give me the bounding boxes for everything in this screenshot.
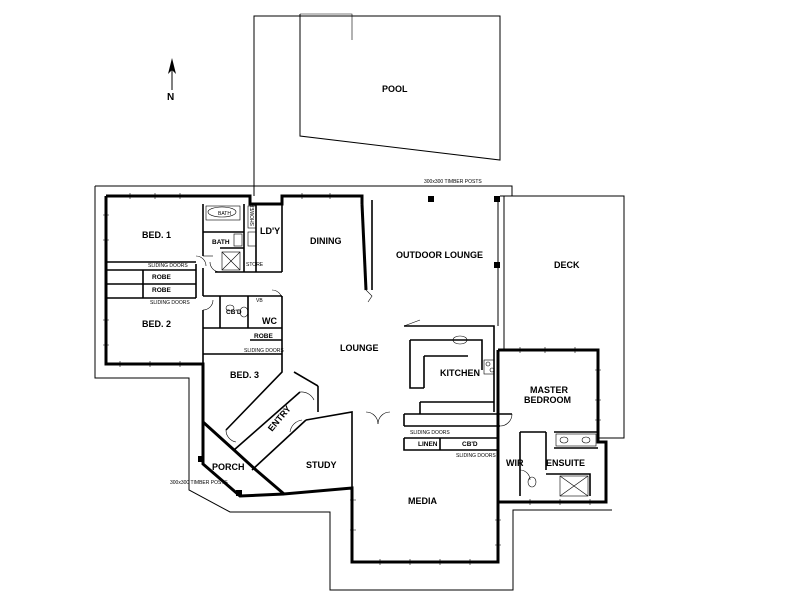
label-ensuite: ENSUITE [546,458,585,468]
porch-wall [201,422,285,498]
note-sliding-doors-bed2: SLIDING DOORS [150,300,190,306]
label-bath: BATH [212,239,230,246]
label-master: MASTER [530,385,569,395]
north-arrow-head [168,58,176,74]
pool-area-outline [253,14,501,196]
bath-tub [207,206,237,218]
label-wc: WC [262,316,277,326]
label-store: STORE [246,262,264,268]
annotations: 300x300 TIMBER POSTS 300x300 TIMBER POST… [148,179,496,486]
toilet [239,306,249,318]
label-cbd-kitchen: CB'D [462,441,478,448]
note-sliding-doors-cbd: SLIDING DOORS [456,453,496,459]
door-swings [195,255,531,481]
timber-posts [198,196,500,496]
interior-walls [106,196,598,502]
vanity-basins [555,433,597,447]
window-marks [103,193,601,565]
fixtures [205,205,597,497]
label-linen: LINEN [418,441,438,448]
north-label: N [167,92,174,103]
label-deck: DECK [554,260,580,270]
note-sliding-doors-linen: SLIDING DOORS [410,430,450,436]
north-arrow: N [167,58,176,103]
label-bed2: BED. 2 [142,319,171,329]
label-kitchen: KITCHEN [440,368,480,378]
outdoor-boundary-top [95,185,513,196]
shower-tray [221,251,241,271]
note-sliding-doors-bed1: SLIDING DOORS [148,263,188,269]
label-study: STUDY [306,460,337,470]
label-bed3: BED. 3 [230,370,259,380]
label-bath-tub: BATH [218,211,231,217]
label-outdoor-lounge: OUTDOOR LOUNGE [396,250,483,260]
label-media: MEDIA [408,496,438,506]
label-robe-lower: ROBE [152,287,171,294]
exterior-wall-west [104,196,608,564]
label-cbd-hall: CB'D [226,309,242,316]
note-sliding-doors-bed3: SLIDING DOORS [244,348,284,354]
exterior-wall [106,194,364,206]
room-labels: POOL DECK OUTDOOR LOUNGE DINING LOUNGE K… [142,84,585,506]
site-outlines [94,13,625,591]
deck-outline [500,195,625,439]
label-pool: POOL [382,84,408,94]
pool-inner-line [300,13,353,40]
label-porch: PORCH [212,462,245,472]
label-bed1: BED. 1 [142,230,171,240]
label-ldy: LD'Y [260,226,280,236]
label-lounge: LOUNGE [340,343,379,353]
label-wir: WIR [506,458,524,468]
exterior-walls [104,194,608,564]
outdoor-boundary [94,186,612,591]
note-timber-posts-top: 300x300 TIMBER POSTS [424,179,482,185]
label-shower: SHOWER [250,203,256,226]
label-dining: DINING [310,236,342,246]
label-robe-upper: ROBE [152,274,171,281]
label-bedroom: BEDROOM [524,395,571,405]
label-vb: VB [256,298,263,304]
ensuite-shower [559,475,589,497]
note-timber-posts-porch: 300x300 TIMBER POSTS [170,480,228,486]
label-robe-bed3: ROBE [254,333,273,340]
